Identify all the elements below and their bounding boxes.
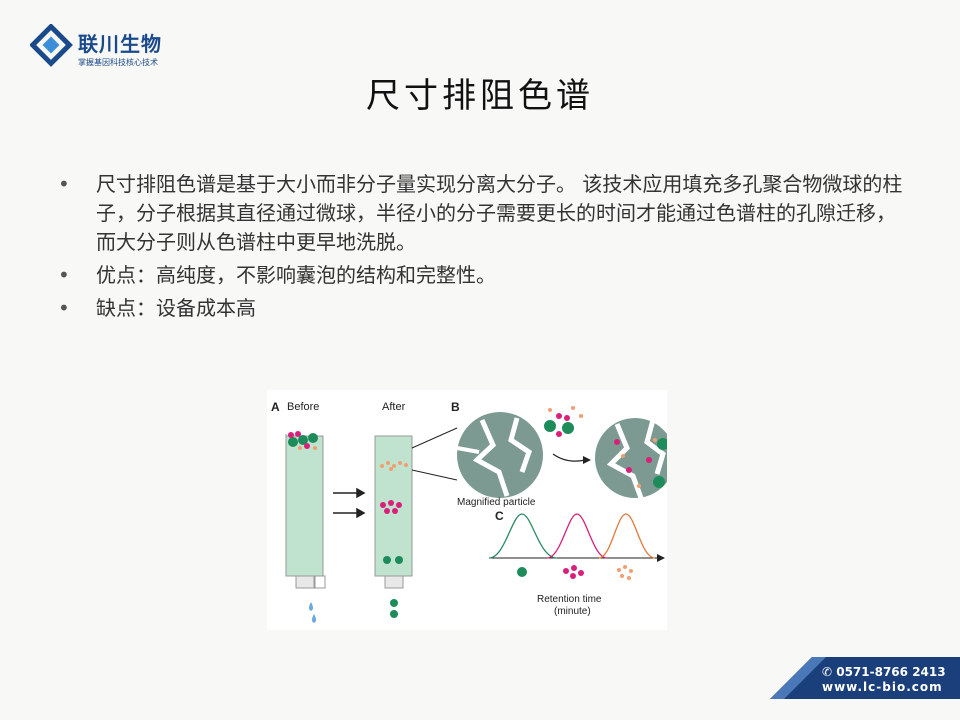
bullet-item: 缺点：设备成本高 [58,294,908,323]
small-molecules [380,461,408,471]
label-c: C [495,509,504,523]
bullet-item: 优点：高纯度，不影响囊泡的结构和完整性。 [58,261,908,290]
label-magnified: Magnified particle [457,497,536,508]
contact-banner: ✆ 0571-8766 2413 www.lc-bio.com [770,657,960,699]
page-title: 尺寸排阻色谱 [366,76,594,116]
incoming-beads [544,406,583,437]
footer-phone: ✆ 0571-8766 2413 [822,665,946,679]
column-before [285,435,324,577]
mixed-beads [288,431,318,450]
logo-title: 联川生物 [78,32,162,56]
large-molecules [383,556,403,618]
drop-icon [312,614,316,623]
label-before: Before [287,401,319,413]
medium-molecules [380,500,402,514]
label-a: A [271,400,280,414]
company-logo: 联川生物 掌握基因科技核心技术 [30,24,190,74]
label-after: After [382,401,406,413]
drop-icon [309,602,313,611]
flow-arrows [333,487,366,519]
footer-website: www.lc-bio.com [822,680,943,694]
sec-diagram-svg: A Before After [267,390,675,630]
sec-diagram: A Before After [267,390,675,630]
chromatogram [488,513,665,580]
logo-diamond-icon [30,24,73,67]
porous-bead-plain [456,412,543,498]
porous-bead-separating [595,418,675,499]
bullet-item: 尺寸排阻色谱是基于大小而非分子量实现分离大分子。 该技术应用填充多孔聚合物微球的… [58,170,908,257]
logo-subtitle: 掌握基因科技核心技术 [78,58,158,67]
label-b: B [451,400,460,414]
label-retention: Retention time [537,594,602,605]
label-minute: (minute) [554,606,591,617]
bullet-list: 尺寸排阻色谱是基于大小而非分子量实现分离大分子。 该技术应用填充多孔聚合物微球的… [58,170,908,327]
